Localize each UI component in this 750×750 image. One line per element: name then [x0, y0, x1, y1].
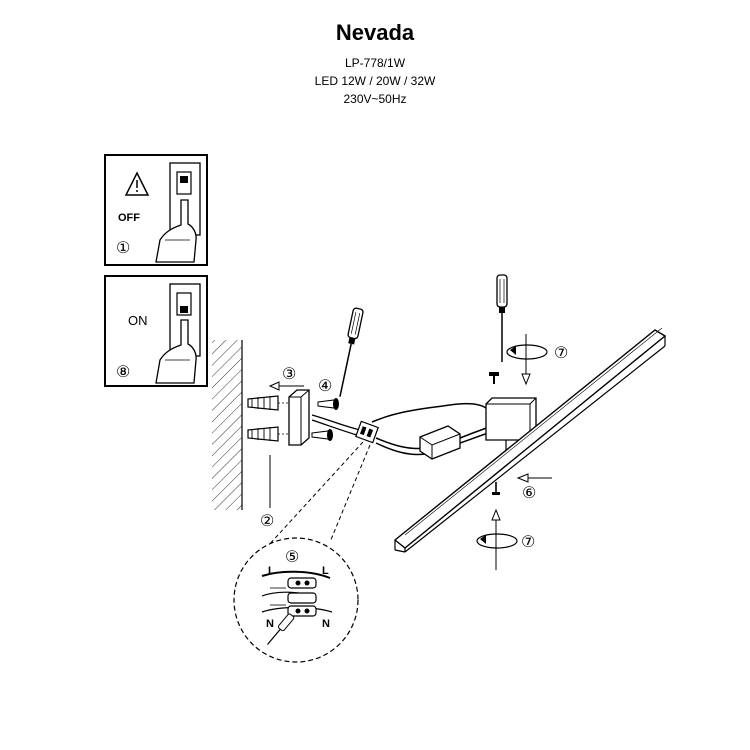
- neutral-right-label: N: [322, 618, 330, 630]
- rotate-icon: [506, 334, 548, 386]
- wall-plug-icon: [247, 395, 279, 411]
- step-8-label: ⑧: [116, 364, 130, 381]
- driver-box: [419, 425, 461, 460]
- screwdriver-icon: [339, 307, 364, 397]
- step-7-bottom-label: ⑦: [521, 534, 535, 551]
- step-1-label: ①: [116, 240, 130, 257]
- live-left-label: L: [268, 565, 275, 577]
- step-3-label: ③: [282, 366, 296, 383]
- screw-icon: [317, 398, 339, 410]
- wall: [212, 340, 243, 510]
- terminal-connector: [355, 420, 379, 444]
- off-label: OFF: [118, 212, 140, 224]
- arrow-icon: [516, 473, 552, 483]
- wall-plug-icon: [247, 426, 279, 442]
- product-title: Nevada: [335, 20, 415, 45]
- mounting-bracket: [288, 389, 310, 446]
- led-power: LED 12W / 20W / 32W: [314, 74, 436, 88]
- step-4-label: ④: [318, 378, 332, 395]
- screwdriver-icon: [496, 274, 508, 362]
- voltage: 230V~50Hz: [343, 92, 407, 106]
- panel-on: ON ⑧: [104, 275, 208, 387]
- step-2-label: ②: [260, 513, 274, 530]
- screwdriver-icon: [267, 613, 295, 645]
- hand-icon: [155, 199, 197, 263]
- lamp-bar-icon: [393, 327, 667, 553]
- screw-icon: [489, 372, 499, 384]
- step-5-label: ⑤: [285, 549, 299, 566]
- neutral-left-label: N: [266, 618, 274, 630]
- screw-icon: [492, 482, 500, 495]
- on-label: ON: [128, 313, 148, 328]
- hand-icon: [155, 319, 197, 384]
- arrow-icon: [268, 381, 304, 391]
- model-number: LP-778/1W: [344, 56, 406, 70]
- screw-icon: [311, 429, 333, 441]
- live-right-label: L: [322, 565, 329, 577]
- rotate-icon: [476, 508, 518, 570]
- panel-off: OFF ①: [104, 154, 208, 266]
- step-6-label: ⑥: [522, 485, 536, 502]
- wiring-detail: L L N N: [233, 537, 359, 663]
- warning-icon: [124, 171, 150, 196]
- step-7-top-label: ⑦: [554, 345, 568, 362]
- wires: [311, 414, 361, 437]
